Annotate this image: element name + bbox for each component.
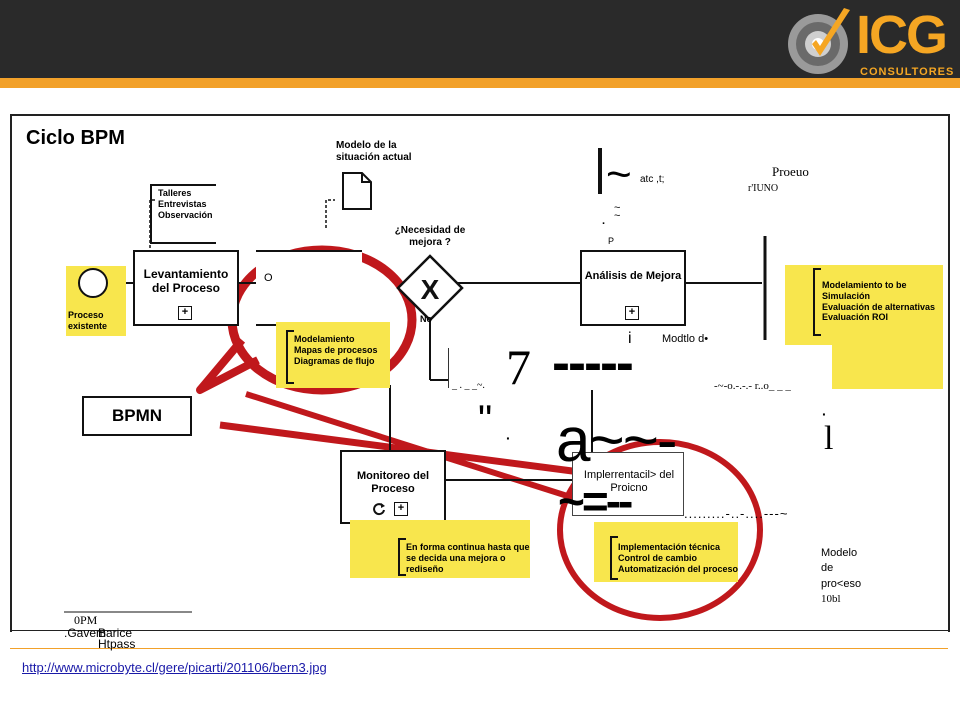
ocr-text-modtlo: Modtlo d•: [662, 333, 709, 345]
box-o: O: [256, 250, 362, 326]
doc-label: Modelo de la situación actual: [336, 140, 412, 163]
ocr-text-gavemarice: 0PM .Gavemarice B Htpass: [64, 613, 136, 651]
task-monitoreo: Monitoreo del Proceso: [340, 450, 446, 524]
doc-dashed-connector: [325, 199, 335, 228]
note-implementacion-bracket: [610, 536, 618, 580]
ocr-box: [448, 348, 553, 388]
ocr-text-tilde: ~: [614, 210, 621, 222]
note-implementacion-backdrop: [594, 522, 738, 582]
note-analisis-bracket: [813, 268, 821, 336]
pointer-line-1: [219, 421, 581, 476]
ocr-box: [712, 345, 832, 397]
callout-circle-right: [557, 439, 763, 621]
note-analisis: Modelamiento to be Simulación Evaluación…: [822, 280, 936, 323]
page-title: Ciclo BPM: [26, 127, 125, 149]
ocr-text-riuno: r'IUNO: [748, 183, 779, 194]
ocr-text-ass: a~~-: [556, 406, 678, 475]
start-event-circle: [78, 268, 108, 298]
ocr-text-modelo: Modelo de pro<eso 10bl: [821, 547, 862, 606]
ocr-text-p: P: [608, 236, 615, 246]
footer-accent-line: [10, 648, 948, 649]
ocr-text-marks: _ . _ _~.: [452, 380, 485, 391]
ocr-text-tilde: ~: [614, 202, 621, 214]
logo-subtitle: CONSULTORES: [860, 66, 955, 78]
ocr-text-atc: atc ,t;: [640, 174, 665, 185]
note-levantamiento: Talleres Entrevistas Observación: [158, 188, 213, 220]
subprocess-plus-icon: +: [178, 306, 192, 320]
ocr-text-dot: ·: [822, 406, 827, 422]
loop-icon: [373, 503, 385, 516]
ocr-text-dotsline: .........-..-....---~: [684, 506, 789, 521]
note-modelamiento-backdrop: [276, 322, 390, 388]
bpmn-label: BPMN: [82, 396, 192, 436]
ocr-bar: [598, 148, 602, 194]
header-accent-stripe: [0, 78, 960, 88]
document-icon: [342, 172, 372, 210]
subprocess-plus-icon: +: [625, 306, 639, 320]
note-levantamiento-bracket: [150, 184, 216, 244]
note-monitoreo-backdrop: [350, 520, 530, 578]
ocr-text-dot: ·: [506, 430, 511, 446]
task-implementacion: Implerrentacil> del Proicno: [572, 452, 684, 516]
start-event-label: Proceso existente: [68, 310, 108, 331]
ocr-text-dot: ·: [602, 218, 606, 230]
logo-emblem-icon: [788, 8, 850, 74]
gateway-question: ¿Necesidad de mejora ?: [394, 225, 466, 248]
ocr-text-one: l: [824, 420, 834, 457]
note-modelamiento-bracket: [286, 330, 294, 384]
note-monitoreo-bracket: [398, 538, 406, 576]
ocr-text-i: i: [628, 330, 632, 347]
callout-tail-left: [196, 337, 260, 394]
pointer-line-2: [245, 391, 581, 503]
ocr-text-proeuo: Proeuo: [772, 164, 809, 179]
source-link[interactable]: http://www.microbyte.cl/gere/picarti/201…: [22, 660, 327, 675]
note-monitoreo: En forma continua hasta que se decida un…: [406, 542, 530, 574]
ocr-text-rightmarks: -~-o.-.-.- r..o_ _ _: [714, 380, 791, 392]
gateway-icon: X: [396, 254, 464, 322]
logo-text: ICG: [856, 5, 948, 65]
note-modelamiento: Modelamiento Mapas de procesos Diagramas…: [294, 334, 378, 366]
ocr-text-seven: 7: [506, 339, 531, 395]
frame-bottom-line: [10, 630, 948, 631]
subprocess-plus-icon: +: [394, 502, 408, 516]
svg-text:X: X: [421, 274, 440, 305]
ocr-glyph: ~: [606, 150, 632, 199]
slide-frame: [10, 114, 950, 632]
note-implementacion: Implementación técnica Control de cambio…: [618, 542, 739, 574]
ocr-text-eqs: ~=--: [558, 475, 633, 527]
gateway-no-label: No: [420, 314, 432, 324]
ocr-text-quote: ": [478, 398, 493, 442]
ocr-text-dashes: -----: [552, 333, 634, 393]
